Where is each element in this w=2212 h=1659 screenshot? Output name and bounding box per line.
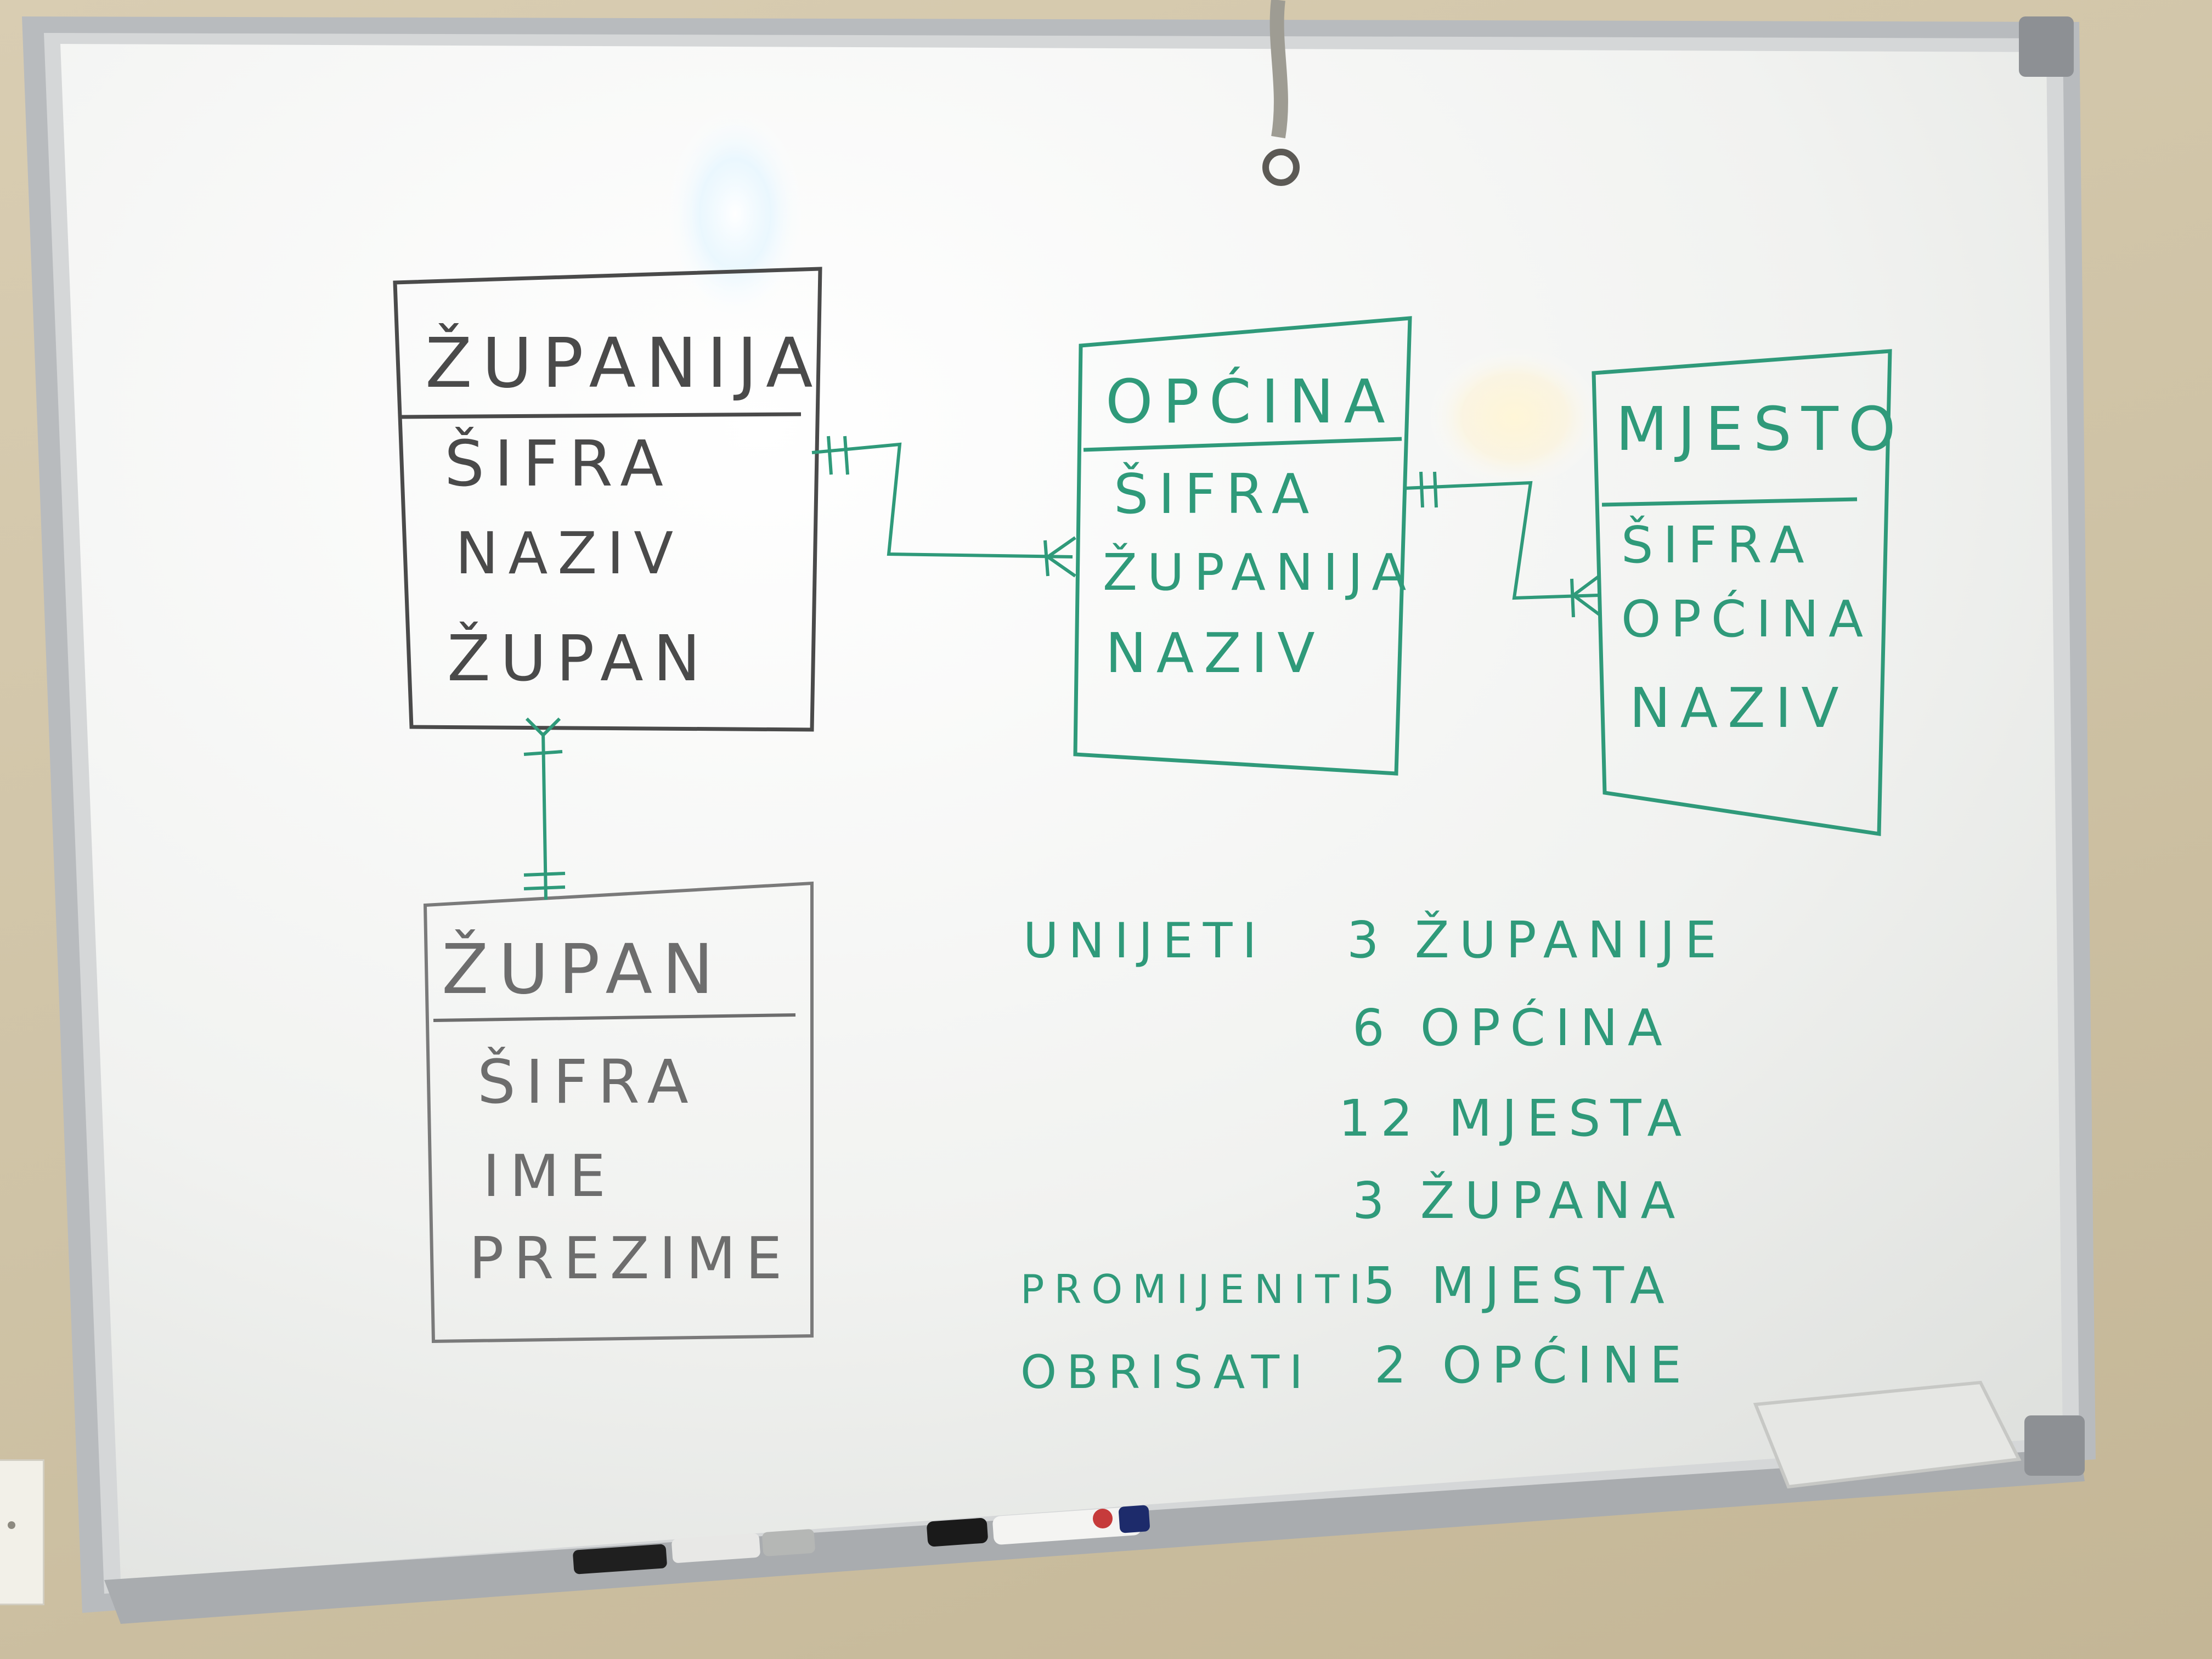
entity-zupanija-field: NAZIV	[455, 520, 683, 587]
frame-corner	[2019, 16, 2074, 77]
markers	[573, 1505, 1150, 1575]
task-unijeti-item: 12 MJESTA	[1339, 1089, 1691, 1148]
hanging-hook	[1262, 0, 1300, 186]
task-unijeti-item: 6 OPĆINA	[1352, 997, 1672, 1057]
warm-light-reflection	[1426, 346, 1602, 488]
task-promijeniti-label: PROMIJENITI	[1020, 1266, 1371, 1312]
task-obrisati-label: OBRISATI	[1020, 1345, 1313, 1399]
entity-opcina: OPĆINA ŠIFRA ŽUPANIJA NAZIV	[1073, 316, 1416, 776]
light-reflection	[664, 104, 806, 324]
entity-opcina-title: OPĆINA	[1105, 366, 1395, 437]
relation-zupanija-zupan	[523, 717, 566, 900]
task-unijeti-label: UNIJETI	[1023, 912, 1266, 969]
entity-zupanija-title: ŽUPANIJA	[425, 323, 823, 403]
entity-opcina-field: NAZIV	[1105, 621, 1325, 685]
relation-zupanija-opcina	[811, 436, 1076, 578]
entity-zupanija-field: ŠIFRA	[444, 426, 673, 501]
entity-mjesto-field: ŠIFRA	[1621, 515, 1814, 574]
entity-opcina-field: ŠIFRA	[1114, 461, 1319, 526]
task-obrisati-item: 2 OPĆINE	[1374, 1335, 1691, 1395]
entity-zupan-field: IME	[483, 1143, 616, 1210]
task-unijeti-item: 3 ŽUPANA	[1352, 1171, 1685, 1230]
entity-mjesto: MJESTO ŠIFRA OPĆINA NAZIV	[1592, 349, 1905, 837]
entity-zupan-field: PREZIME	[469, 1225, 792, 1292]
task-list: UNIJETI 3 ŽUPANIJE 6 OPĆINA 12 MJESTA 3 …	[1020, 910, 1726, 1399]
entity-zupan-title: ŽUPAN	[442, 929, 724, 1009]
entity-opcina-field: ŽUPANIJA	[1103, 543, 1416, 602]
entity-zupanija-field: ŽUPAN	[447, 621, 710, 696]
switch-screw	[8, 1521, 15, 1529]
entity-mjesto-field: OPĆINA	[1621, 589, 1873, 648]
entity-zupanija: ŽUPANIJA ŠIFRA NAZIV ŽUPAN	[393, 267, 823, 732]
wall-switch-plate	[0, 1459, 44, 1605]
frame-corner	[2024, 1415, 2085, 1476]
entity-mjesto-field: NAZIV	[1629, 676, 1849, 740]
entity-mjesto-title: MJESTO	[1616, 394, 1905, 464]
relation-opcina-mjesto	[1404, 471, 1600, 618]
eraser	[1753, 1380, 2022, 1489]
entity-zupan-field: ŠIFRA	[477, 1046, 698, 1117]
task-promijeniti-item: 5 MJESTA	[1363, 1256, 1674, 1315]
entity-zupan: ŽUPAN ŠIFRA IME PREZIME	[423, 881, 814, 1344]
task-unijeti-item: 3 ŽUPANIJE	[1347, 910, 1726, 969]
